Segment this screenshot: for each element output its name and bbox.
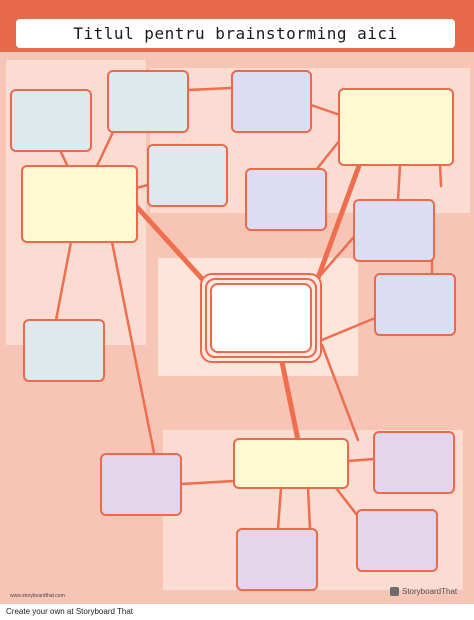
connector-line bbox=[186, 86, 233, 92]
idea-box-lavender[interactable] bbox=[245, 168, 327, 231]
worksheet-canvas: Titlul pentru brainstorming aici bbox=[0, 0, 474, 604]
central-topic-inner[interactable] bbox=[210, 283, 312, 353]
connector-line bbox=[134, 204, 207, 284]
connector-line bbox=[396, 163, 402, 202]
connector-line bbox=[334, 486, 359, 517]
idea-box-blue[interactable] bbox=[107, 70, 189, 133]
connector-line bbox=[95, 130, 115, 168]
idea-box-yellow[interactable] bbox=[233, 438, 349, 489]
idea-box-purple[interactable] bbox=[373, 431, 455, 494]
connector-line bbox=[134, 183, 150, 190]
connector-line bbox=[58, 148, 70, 169]
page-title[interactable]: Titlul pentru brainstorming aici bbox=[14, 17, 457, 50]
connector-line bbox=[54, 240, 73, 322]
idea-box-blue[interactable] bbox=[147, 144, 228, 207]
idea-box-lavender[interactable] bbox=[353, 199, 435, 262]
idea-box-blue[interactable] bbox=[23, 319, 105, 382]
watermark-brand: StoryboardThat bbox=[390, 587, 457, 596]
connector-line bbox=[276, 486, 283, 531]
connector-line bbox=[314, 138, 342, 172]
connector-line bbox=[110, 240, 156, 455]
storyboard-logo-icon bbox=[390, 587, 399, 596]
idea-box-lavender[interactable] bbox=[231, 70, 312, 133]
watermark-url: www.storyboardthat.com bbox=[10, 593, 65, 599]
connector-line bbox=[320, 316, 377, 342]
idea-box-lavender[interactable] bbox=[374, 273, 456, 336]
central-topic-box[interactable] bbox=[200, 273, 322, 363]
idea-box-blue[interactable] bbox=[10, 89, 92, 152]
connector-line bbox=[279, 359, 301, 443]
connector-lines bbox=[54, 86, 443, 531]
connector-line bbox=[179, 479, 236, 486]
idea-box-yellow[interactable] bbox=[21, 165, 138, 243]
connector-line bbox=[315, 149, 367, 281]
connector-line bbox=[309, 103, 342, 117]
connector-line bbox=[438, 163, 443, 188]
connector-line bbox=[320, 343, 360, 442]
idea-box-purple[interactable] bbox=[356, 509, 438, 572]
connector-line bbox=[306, 486, 312, 531]
idea-box-yellow[interactable] bbox=[338, 88, 454, 166]
watermark-brand-label: StoryboardThat bbox=[402, 587, 458, 596]
idea-box-purple[interactable] bbox=[236, 528, 318, 591]
footer-link[interactable]: Create your own at Storyboard That bbox=[6, 607, 134, 616]
idea-box-purple[interactable] bbox=[100, 453, 182, 516]
connector-line bbox=[346, 457, 376, 463]
central-topic-border bbox=[205, 278, 317, 358]
